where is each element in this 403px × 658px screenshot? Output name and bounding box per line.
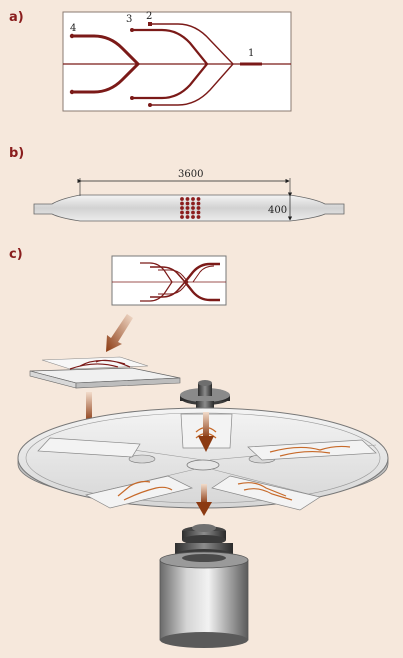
bead-dot	[185, 215, 190, 219]
channel-2	[150, 23, 234, 106]
bead-dot	[196, 197, 201, 201]
rotor-disk	[17, 407, 389, 511]
bead-dot	[196, 210, 201, 215]
bead-dot	[191, 210, 195, 215]
bead-array	[180, 197, 201, 219]
reservoirs	[69, 22, 152, 107]
bead-dot	[185, 206, 190, 210]
channel-network	[63, 23, 291, 106]
bead-dot	[180, 206, 184, 210]
chip-drawing-channels	[112, 262, 226, 302]
bead-dot	[196, 201, 201, 206]
port-label-3: 3	[126, 14, 132, 25]
bead-dot	[185, 210, 190, 215]
channel-3	[132, 28, 209, 100]
channel-4	[72, 34, 141, 94]
chip-outline	[62, 11, 292, 112]
bead-dot	[191, 215, 195, 219]
port-label-4: 4	[70, 23, 76, 34]
bead-dot	[196, 206, 201, 210]
bead-dot	[180, 201, 184, 206]
width-dimension: 400	[268, 192, 293, 221]
bead-dot	[191, 201, 195, 206]
rotation-arrows	[196, 412, 214, 516]
spindle-top	[180, 380, 230, 411]
bead-dot	[196, 215, 201, 219]
panel-c-label: c)	[9, 247, 23, 262]
reservoir-dot	[148, 103, 152, 107]
bead-dot	[191, 197, 195, 201]
panel-b-label: b)	[9, 146, 25, 161]
port-label-1: 1	[248, 48, 254, 59]
bead-dot	[180, 215, 184, 219]
length-dimension: 3600	[77, 169, 291, 196]
arrow-to-slide	[106, 314, 133, 352]
panel-a-label: a)	[9, 10, 24, 25]
reservoir-dot	[130, 28, 134, 32]
bead-dot	[185, 201, 190, 206]
panel-c-assembly	[17, 255, 389, 648]
reservoir-dot	[69, 89, 75, 95]
bead-dot	[180, 210, 184, 215]
glass-slide	[29, 356, 181, 389]
reservoir-dot	[69, 33, 75, 39]
reservoir-dot	[130, 96, 134, 100]
bead-dot	[180, 197, 184, 201]
length-label: 3600	[178, 169, 203, 180]
width-label: 400	[268, 205, 287, 216]
port-label-2: 2	[146, 11, 152, 22]
reservoir-dot	[148, 22, 152, 26]
panel-b-channel: 3600 400	[33, 169, 345, 222]
motor	[159, 524, 249, 648]
panel-a-chip: 1 2 3 4	[62, 11, 292, 112]
bead-dot	[185, 197, 190, 201]
bead-dot	[191, 206, 195, 210]
